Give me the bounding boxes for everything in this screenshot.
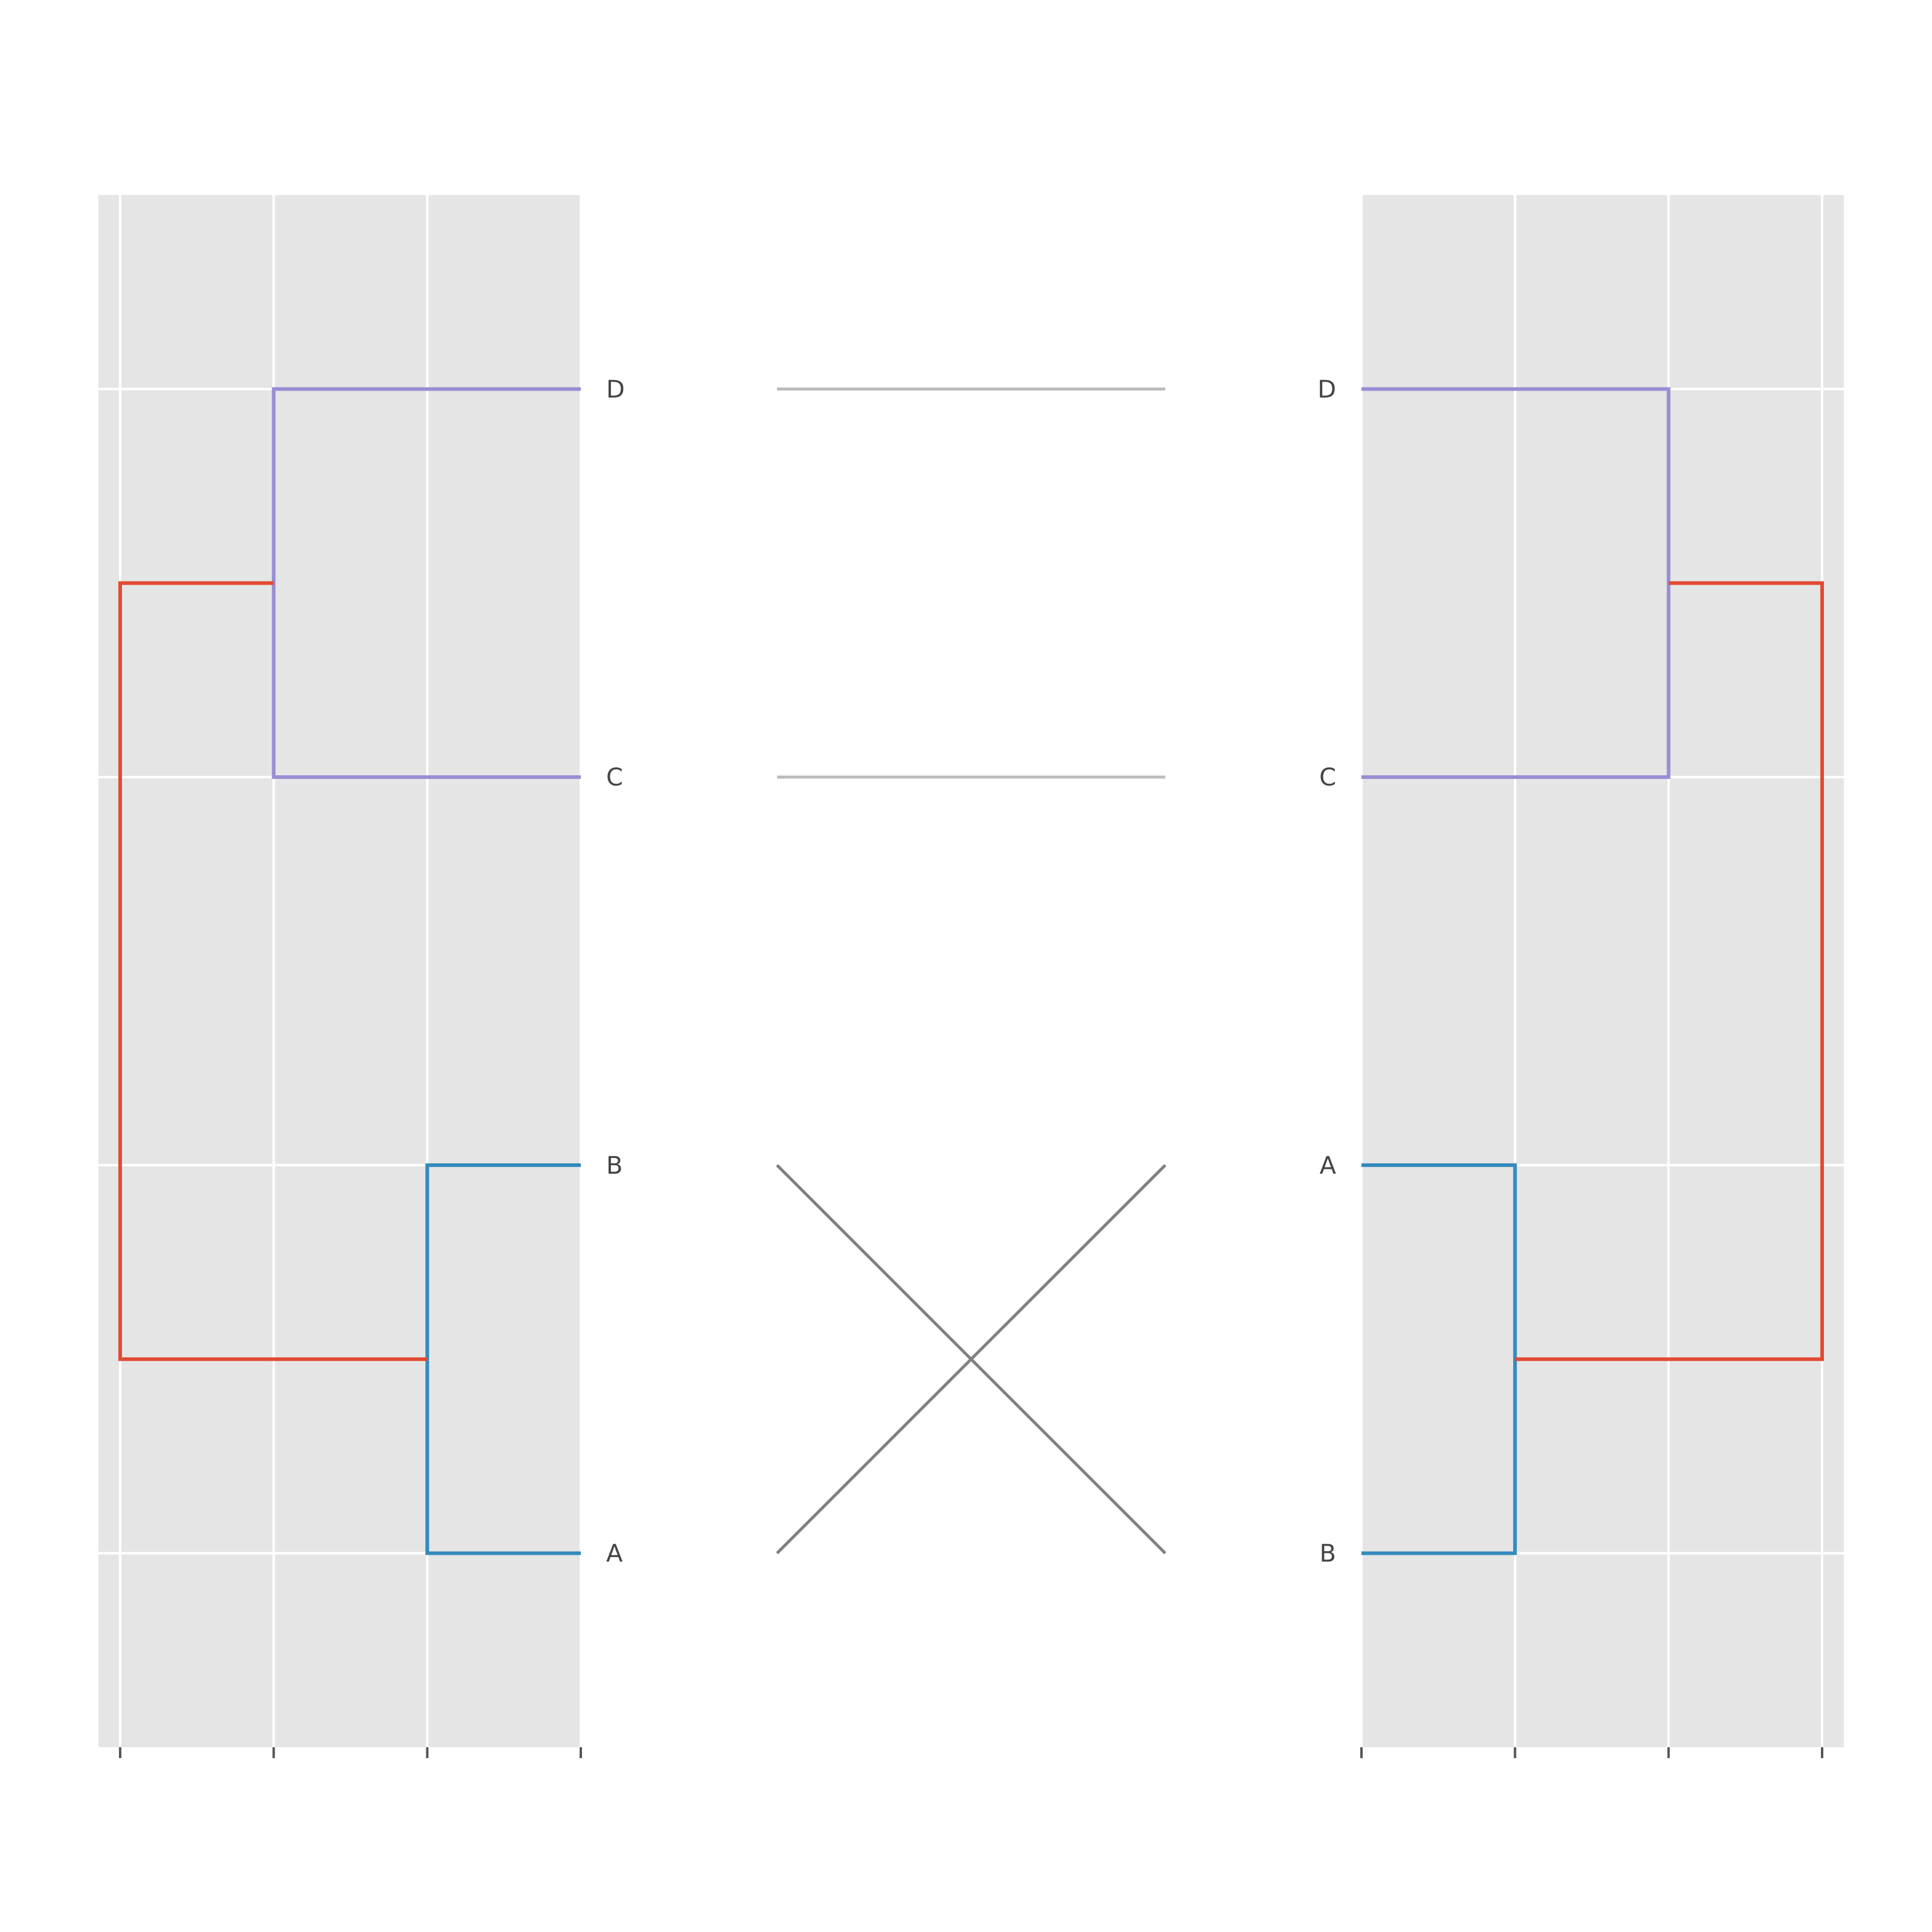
left-leaf-label-c: C xyxy=(606,764,623,792)
right-leaf-label-d: D xyxy=(1317,376,1336,403)
right-x-ticks xyxy=(1360,1747,1823,1758)
leaf-connectors xyxy=(776,387,1166,1555)
right-leaf-label-b: B xyxy=(1320,1540,1336,1568)
left-leaf-label-b: B xyxy=(606,1152,622,1180)
left-leaf-labels: A B C D xyxy=(606,376,625,1567)
right-leaf-labels: B A C D xyxy=(1317,376,1336,1567)
left-link-a-b xyxy=(425,1163,581,1555)
left-dendrogram-links xyxy=(118,387,581,1555)
right-axes-background xyxy=(1361,195,1844,1747)
connector-b xyxy=(776,1164,1166,1555)
right-leaf-label-a: A xyxy=(1320,1152,1337,1180)
left-axes-background xyxy=(98,195,581,1747)
right-link-ba-cd xyxy=(1515,581,1824,1361)
right-dendrogram-axes: B A C D xyxy=(1317,195,1844,1758)
left-x-ticks xyxy=(119,1747,582,1758)
right-link-b-a xyxy=(1361,1163,1517,1555)
right-dendrogram-links xyxy=(1361,387,1824,1555)
left-dendrogram-axes: A B C D xyxy=(98,195,625,1758)
right-leaf-label-c: C xyxy=(1319,764,1336,792)
left-leaf-label-d: D xyxy=(606,376,625,403)
left-link-ab-cd xyxy=(118,581,427,1361)
left-leaf-label-a: A xyxy=(606,1540,623,1568)
